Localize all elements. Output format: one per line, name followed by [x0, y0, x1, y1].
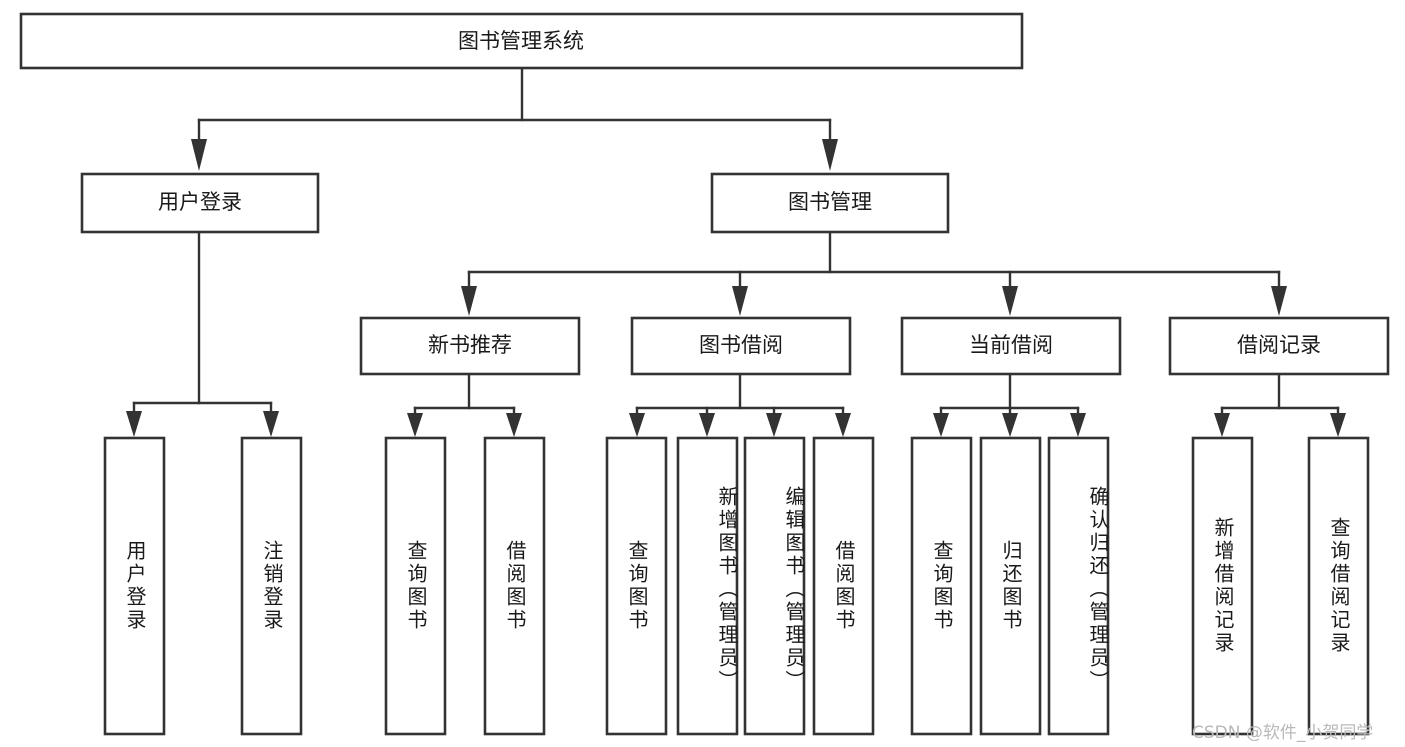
- arrow-head-leaf5: [629, 413, 645, 437]
- arrow-head-leaf11: [1070, 413, 1086, 437]
- node-root-label: 图书管理系统: [458, 29, 584, 53]
- arrow-head-login: [191, 139, 207, 171]
- connectors-login-to-leaves: [126, 231, 279, 437]
- node-login-label: 用户登录: [158, 190, 242, 214]
- node-leaf8-box[interactable]: [812, 436, 875, 736]
- node-leaf6-box[interactable]: [676, 436, 739, 736]
- arrow-head-leaf7: [766, 413, 782, 437]
- node-bookmgmt[interactable]: 图书管理: [710, 172, 950, 234]
- node-leaf2-box[interactable]: [240, 436, 303, 736]
- connectors-current-to-leaves: [933, 373, 1086, 437]
- connectors-borrow-to-leaves: [629, 373, 851, 437]
- node-leaf1-box[interactable]: [103, 436, 166, 736]
- arrow-head-records: [1271, 286, 1287, 316]
- connectors-records-to-leaves: [1214, 373, 1346, 437]
- arrow-head-current: [1002, 286, 1018, 316]
- arrow-head-leaf3: [407, 413, 423, 437]
- node-leaf5-box[interactable]: [605, 436, 668, 736]
- node-leaf10-box[interactable]: [979, 436, 1042, 736]
- csdn-watermark: CSDN @软件_小贺同学: [1192, 723, 1374, 743]
- arrow-head-leaf1: [126, 411, 142, 437]
- node-leaf13-box[interactable]: [1307, 436, 1370, 736]
- node-bookmgmt-label: 图书管理: [788, 190, 872, 214]
- node-borrow-label: 图书借阅: [699, 333, 783, 357]
- arrow-head-bookmgmt: [822, 139, 838, 171]
- arrow-head-leaf9: [933, 413, 949, 437]
- arrow-head-leaf12: [1214, 413, 1230, 437]
- connectors-newbook-to-leaves: [407, 373, 522, 437]
- node-records[interactable]: 借阅记录: [1168, 316, 1390, 376]
- connectors-root-to-level2: [191, 67, 838, 171]
- node-leaf11-box[interactable]: [1047, 436, 1110, 736]
- arrow-head-leaf8: [835, 413, 851, 437]
- arrow-head-newbook: [461, 286, 477, 316]
- node-records-label: 借阅记录: [1237, 333, 1321, 357]
- node-bookmgmt-box[interactable]: [710, 172, 950, 234]
- arrow-head-borrow: [732, 286, 748, 316]
- arrow-head-leaf10: [1002, 413, 1018, 437]
- node-borrow[interactable]: 图书借阅: [630, 316, 852, 376]
- node-root-box[interactable]: [19, 12, 1024, 70]
- node-newbook[interactable]: 新书推荐: [359, 316, 581, 376]
- arrow-head-leaf2: [263, 411, 279, 437]
- arrow-head-leaf13: [1330, 413, 1346, 437]
- node-leaf3-box[interactable]: [384, 436, 447, 736]
- connectors-bookmgmt-to-level3: [461, 231, 1287, 316]
- node-leaf12-box[interactable]: [1191, 436, 1254, 736]
- arrow-head-leaf4: [506, 413, 522, 437]
- node-borrow-box[interactable]: [630, 316, 852, 376]
- node-login-box[interactable]: [80, 172, 320, 234]
- node-leaf7-box[interactable]: [743, 436, 806, 736]
- node-leaf4-box[interactable]: [483, 436, 546, 736]
- node-current-box[interactable]: [900, 316, 1122, 376]
- node-records-box[interactable]: [1168, 316, 1390, 376]
- node-current-label: 当前借阅: [969, 333, 1053, 357]
- node-login[interactable]: 用户登录: [80, 172, 320, 234]
- leaf-boxes: [103, 436, 1370, 736]
- node-newbook-label: 新书推荐: [428, 333, 512, 357]
- node-newbook-box[interactable]: [359, 316, 581, 376]
- node-root[interactable]: 图书管理系统: [19, 12, 1024, 70]
- arrow-head-leaf6: [699, 413, 715, 437]
- node-leaf9-box[interactable]: [910, 436, 973, 736]
- node-current[interactable]: 当前借阅: [900, 316, 1122, 376]
